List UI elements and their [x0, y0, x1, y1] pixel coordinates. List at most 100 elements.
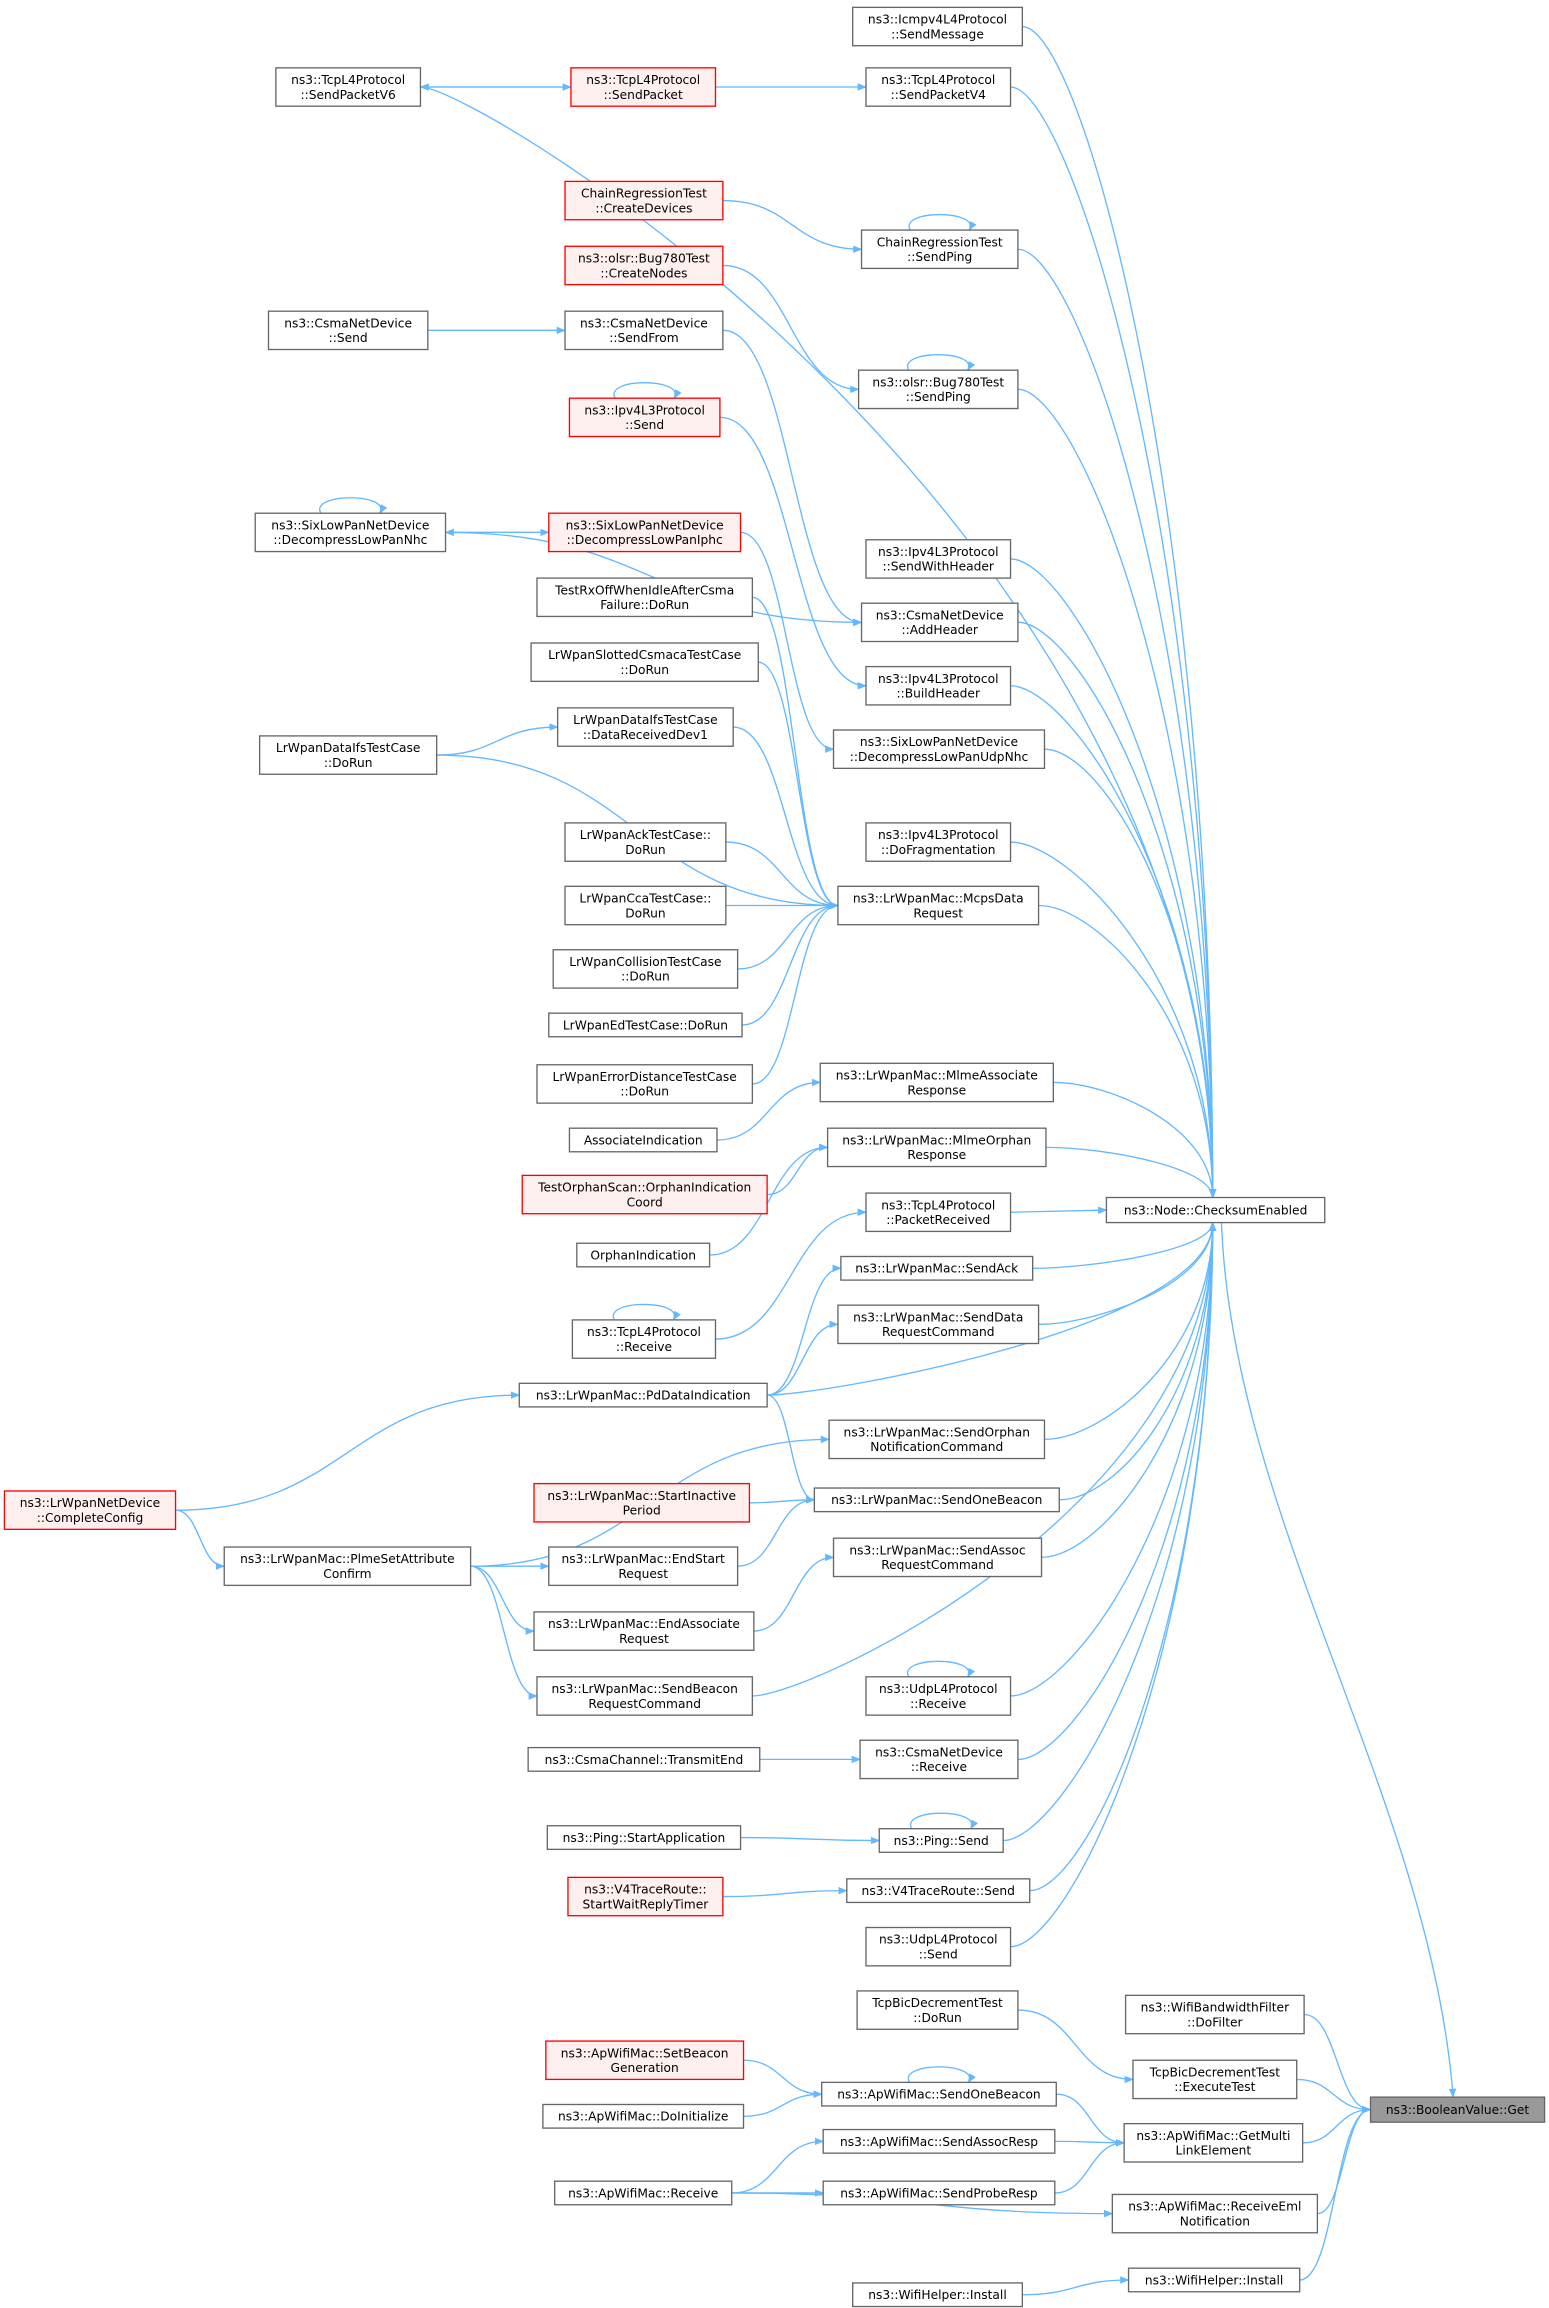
node-dofrag[interactable]: ns3::Ipv4L3Protocol::DoFragmentation — [865, 822, 1012, 862]
call-edge-udpreceive-to-checksum — [1010, 1221, 1217, 1697]
node-doinit[interactable]: ns3::ApWifiMac::DoInitialize — [542, 2103, 745, 2129]
node-pingsend[interactable]: ns3::Ping::Send — [878, 1828, 1004, 1853]
node-sendpacketv6[interactable]: ns3::TcpL4Protocol::SendPacketV6 — [275, 67, 422, 107]
node-waitreply[interactable]: ns3::V4TraceRoute::StartWaitReplyTimer — [567, 1876, 724, 1917]
node-udpsend[interactable]: ns3::UdpL4Protocol::Send — [865, 1926, 1012, 1967]
node-sendwithheader[interactable]: ns3::Ipv4L3Protocol::SendWithHeader — [865, 539, 1012, 579]
node-dofilter[interactable]: ns3::WifiBandwidthFilter::DoFilter — [1124, 1994, 1305, 2035]
node-startapp[interactable]: ns3::Ping::StartApplication — [546, 1825, 742, 1851]
node-createdevices[interactable]: ChainRegressionTest::CreateDevices — [564, 180, 724, 221]
node-ipv4send[interactable]: ns3::Ipv4L3Protocol::Send — [568, 397, 721, 438]
node-ed[interactable]: LrWpanEdTestCase::DoRun — [548, 1012, 743, 1038]
node-createnodes[interactable]: ns3::olsr::Bug780Test::CreateNodes — [564, 245, 724, 286]
node-label: StartWaitReplyTimer — [583, 1897, 710, 1911]
node-transmitend[interactable]: ns3::CsmaChannel::TransmitEnd — [527, 1746, 761, 1772]
node-bugsendping[interactable]: ns3::olsr::Bug780Test::SendPing — [857, 369, 1019, 410]
node-datareceived[interactable]: LrWpanDataIfsTestCase::DataReceivedDev1 — [556, 707, 734, 747]
node-sendproberesp[interactable]: ns3::ApWifiMac::SendProbeResp — [822, 2180, 1056, 2206]
call-edge-wifiinstall1-to-wifiinstall2 — [1022, 2276, 1130, 2296]
node-sendorphan[interactable]: ns3::LrWpanMac::SendOrphanNotificationCo… — [828, 1419, 1046, 1460]
node-orphanind[interactable]: OrphanIndication — [576, 1242, 711, 1268]
node-box — [267, 310, 429, 351]
node-cca[interactable]: LrWpanCcaTestCase::DoRun — [564, 885, 727, 926]
node-box — [1369, 2096, 1546, 2123]
node-udpreceive[interactable]: ns3::UdpL4Protocol::Receive — [865, 1676, 1012, 1716]
node-label: ns3::Icmpv4L4Protocol — [868, 13, 1007, 27]
node-sendack[interactable]: ns3::LrWpanMac::SendAck — [840, 1255, 1034, 1281]
call-edge-dofrag-to-checksum — [1010, 841, 1217, 1199]
call-edge-bicdorun-to-executetest — [1017, 2009, 1134, 2084]
node-udpnhc[interactable]: ns3::SixLowPanNetDevice::DecompressLowPa… — [832, 729, 1046, 770]
node-box — [548, 512, 742, 553]
node-csmareceive[interactable]: ns3::CsmaNetDevice::Receive — [859, 1739, 1019, 1780]
node-executetest[interactable]: TcpBicDecrementTest::ExecuteTest — [1132, 2059, 1298, 2100]
node-box — [542, 2103, 745, 2129]
node-pddata[interactable]: ns3::LrWpanMac::PdDataIndication — [518, 1382, 768, 1408]
node-label: LrWpanAckTestCase:: — [580, 828, 711, 842]
call-edge-dataifsdorun-to-datareceived — [436, 723, 559, 756]
node-bicdorun[interactable]: TcpBicDecrementTest::DoRun — [856, 1990, 1019, 2030]
node-v4send[interactable]: ns3::V4TraceRoute::Send — [846, 1878, 1031, 1904]
node-ack[interactable]: LrWpanAckTestCase::DoRun — [564, 822, 727, 862]
call-edge-dofilter-to-get — [1304, 2013, 1372, 2114]
node-apsendonebeacon[interactable]: ns3::ApWifiMac::SendOneBeacon — [821, 2081, 1057, 2107]
node-label: ::SendPacket — [604, 88, 683, 102]
node-label: ::Send — [625, 418, 664, 432]
node-wifiinstall2[interactable]: ns3::WifiHelper::Install — [1127, 2267, 1301, 2293]
node-label: ns3::olsr::Bug780Test — [578, 252, 710, 266]
node-associnds[interactable]: AssociateIndication — [568, 1127, 718, 1153]
node-label: ns3::LrWpanMac::EndStart — [562, 1552, 726, 1566]
node-box — [832, 729, 1046, 770]
node-sendassocresp[interactable]: ns3::ApWifiMac::SendAssocResp — [822, 2128, 1056, 2154]
call-edge-startapp-to-pingsend — [740, 1836, 881, 1845]
call-edge-sendbeaconreq-to-checksum — [752, 1221, 1217, 1697]
node-wifiinstall1[interactable]: ns3::WifiHelper::Install — [852, 2282, 1024, 2308]
node-tcpreceive[interactable]: ns3::TcpL4Protocol::Receive — [571, 1319, 717, 1359]
node-label: Generation — [611, 2061, 679, 2075]
node-csmasend[interactable]: ns3::CsmaNetDevice::Send — [267, 310, 429, 351]
node-label: ns3::LrWpanMac::McpsData — [853, 892, 1024, 906]
node-sendpacket[interactable]: ns3::TcpL4Protocol::SendPacket — [570, 67, 717, 107]
node-box — [837, 1304, 1040, 1345]
call-edge-packetreceived-to-checksum — [1010, 1206, 1108, 1214]
node-collision[interactable]: LrWpanCollisionTestCase::DoRun — [552, 949, 739, 989]
node-slotted[interactable]: LrWpanSlottedCsmacaTestCase::DoRun — [530, 642, 759, 683]
node-label: AssociateIndication — [584, 1133, 703, 1147]
node-apreceive[interactable]: ns3::ApWifiMac::Receive — [554, 2180, 733, 2206]
node-chainsendping[interactable]: ChainRegressionTest::SendPing — [860, 229, 1019, 270]
call-edge-pddata-to-senddatareq — [767, 1320, 839, 1396]
node-checksum[interactable]: ns3::Node::ChecksumEnabled — [1105, 1196, 1326, 1224]
node-buildheader[interactable]: ns3::Ipv4L3Protocol::BuildHeader — [865, 665, 1012, 706]
node-box — [548, 1012, 743, 1038]
node-errdist[interactable]: LrWpanErrorDistanceTestCase::DoRun — [536, 1064, 754, 1104]
node-dataifsdorun[interactable]: LrWpanDataIfsTestCase::DoRun — [258, 735, 438, 775]
node-nhc[interactable]: ns3::SixLowPanNetDevice::DecompressLowPa… — [254, 512, 447, 553]
node-label: ns3::WifiHelper::Install — [1145, 2273, 1283, 2287]
node-sendfrom[interactable]: ns3::CsmaNetDevice::SendFrom — [564, 310, 724, 351]
node-sendpacketv4[interactable]: ns3::TcpL4Protocol::SendPacketV4 — [865, 67, 1012, 107]
node-sendmessage[interactable]: ns3::Icmpv4L4Protocol::SendMessage — [852, 6, 1024, 47]
node-addheader[interactable]: ns3::CsmaNetDevice::AddHeader — [860, 602, 1019, 643]
node-iphc[interactable]: ns3::SixLowPanNetDevice::DecompressLowPa… — [548, 512, 742, 553]
node-get[interactable]: ns3::BooleanValue::Get — [1369, 2096, 1546, 2123]
node-label: ns3::ApWifiMac::GetMulti — [1136, 2129, 1290, 2143]
node-lrsendonebeacon[interactable]: ns3::LrWpanMac::SendOneBeacon — [813, 1487, 1060, 1513]
node-label: TestRxOffWhenIdleAfterCsma — [554, 583, 734, 597]
node-packetreceived[interactable]: ns3::TcpL4Protocol::PacketReceived — [865, 1192, 1012, 1233]
node-completeconfig[interactable]: ns3::LrWpanNetDevice::CompleteConfig — [3, 1490, 177, 1530]
